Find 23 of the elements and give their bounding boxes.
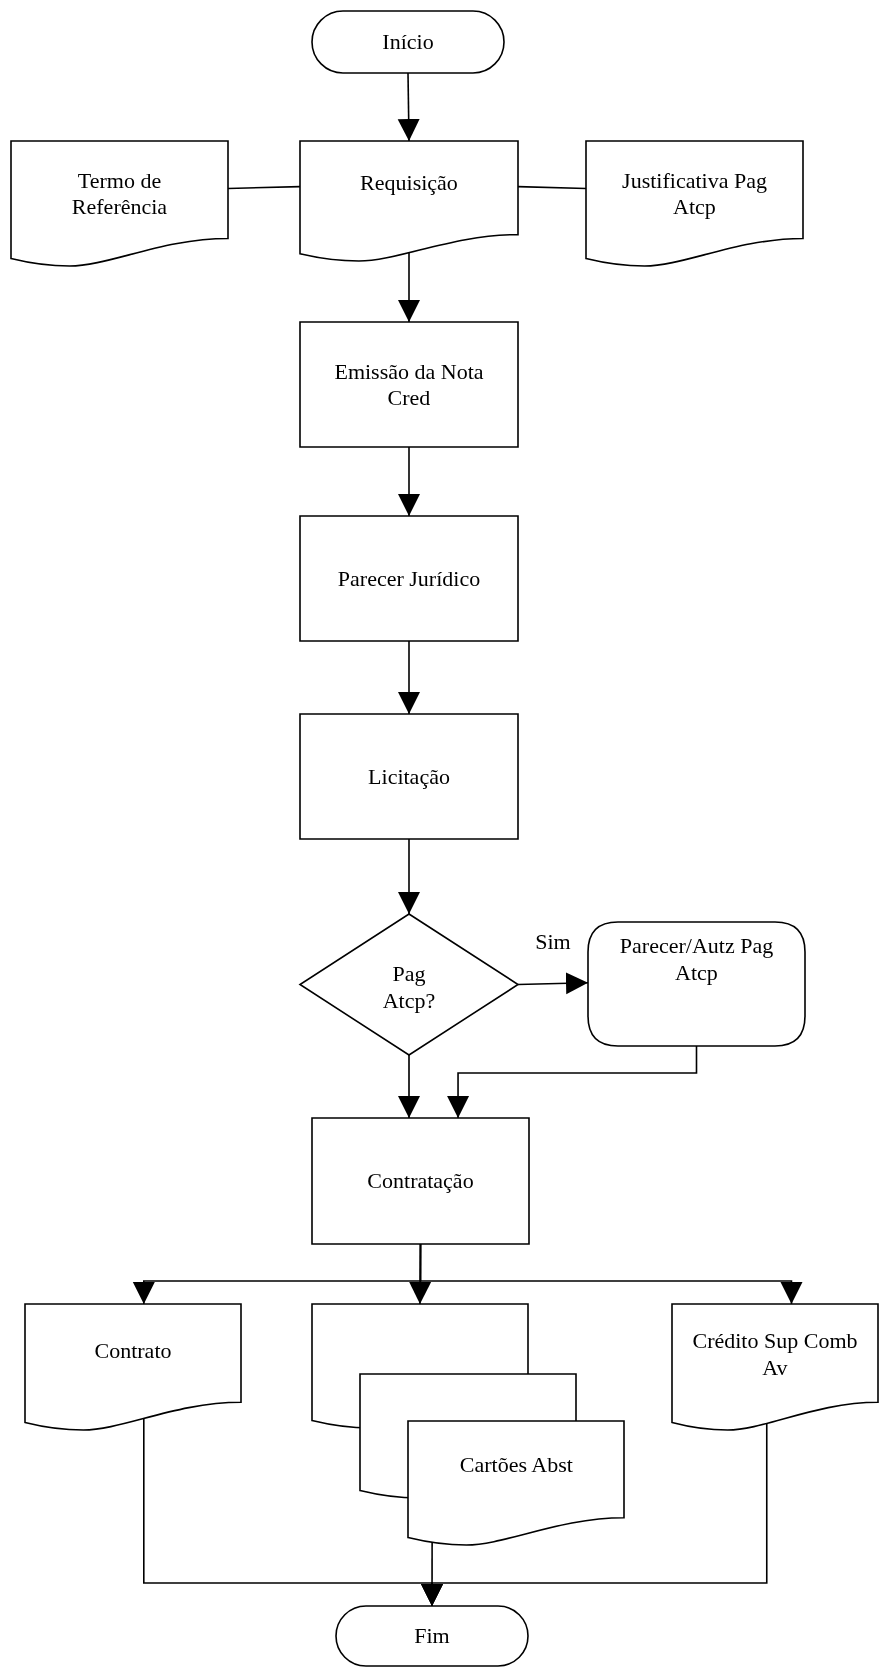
node-label: Emissão da Nota Cred <box>333 358 485 411</box>
node-label: Justificativa Pag Atcp <box>621 167 768 220</box>
node-label: Licitação <box>367 763 451 790</box>
arrow <box>398 640 420 715</box>
arrow <box>398 251 420 323</box>
node-label: Contrato <box>93 1337 173 1364</box>
node-label: Início <box>381 28 435 56</box>
node-label: Parecer/Autz Pag Atcp <box>618 932 775 986</box>
node-label: Crédito Sup Comb Av <box>691 1328 859 1381</box>
arrow <box>517 972 589 995</box>
node-label: Contratação <box>366 1167 475 1195</box>
node-label: Parecer Jurídico <box>336 565 482 592</box>
node-label: Termo de Referência <box>70 167 169 220</box>
node-label: Cartões Abst <box>458 1452 574 1479</box>
arrow <box>447 1045 698 1119</box>
node-label: Requisição <box>359 169 459 197</box>
arrow <box>398 838 420 915</box>
arrow <box>398 1054 420 1119</box>
node-label: Fim <box>413 1622 451 1650</box>
node-label: Pag Atcp? <box>381 960 437 1014</box>
arrow <box>397 72 420 142</box>
arrow <box>419 1243 803 1305</box>
arrow <box>398 446 420 517</box>
